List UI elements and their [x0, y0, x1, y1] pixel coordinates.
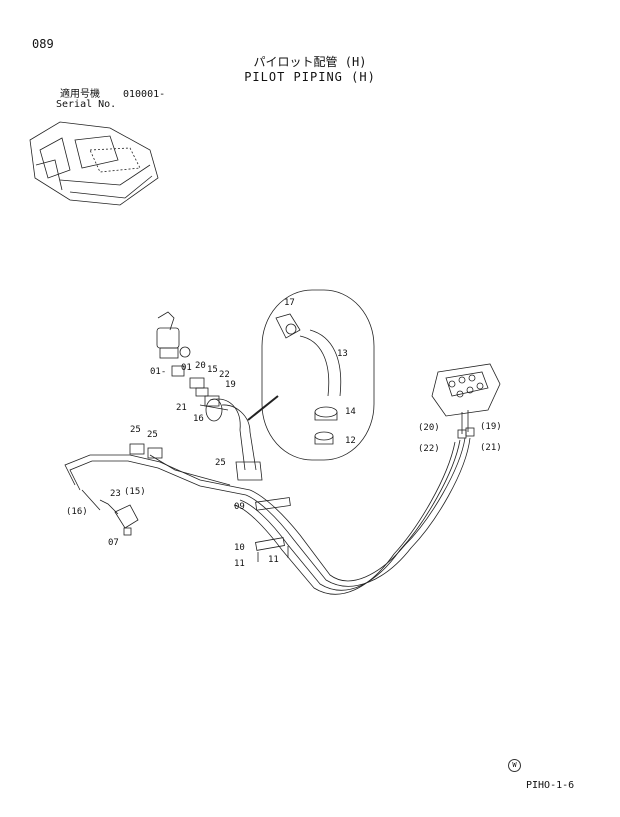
callout-25: 25: [130, 425, 141, 435]
serial-label: Serial No.: [56, 99, 117, 110]
callout-13: 13: [337, 349, 348, 359]
callout-16: 16: [193, 414, 204, 424]
figure-code: PIHO-1-6: [526, 780, 575, 791]
excavator-thumbnail: [29, 121, 159, 206]
callout-16-ref: (16): [66, 507, 88, 517]
callout-17: 17: [284, 298, 295, 308]
title-japanese: パイロット配管 (H): [253, 55, 367, 69]
clamps: [99, 443, 291, 562]
serial-label-japanese: 適用号機: [60, 89, 100, 100]
callout-25: 25: [147, 430, 158, 440]
callout-09: 09: [234, 502, 245, 512]
page-number: 089: [32, 37, 54, 51]
callout-22: 22: [219, 370, 230, 380]
callout-01: 01-: [150, 367, 166, 377]
hose-bundle: [64, 437, 471, 595]
callout-25: 25: [215, 458, 226, 468]
callout-10: 10: [234, 543, 245, 553]
callout-21: 21: [176, 403, 187, 413]
pilot-valve: [156, 311, 191, 377]
fittings-cluster: [189, 377, 229, 411]
page-title: PILOT PIPING (H): [244, 70, 376, 84]
cab-pipe: [205, 398, 263, 481]
callouts: 01 01- 20 15 22 19 21 16 17 13 14 12 25 …: [66, 298, 502, 569]
callout-14: 14: [345, 407, 356, 417]
callout-21-ref: (21): [480, 443, 502, 453]
detail-leader: [247, 395, 279, 421]
callout-01: 01: [181, 363, 192, 373]
callout-11: 11: [234, 559, 245, 569]
watermark-symbol: W: [508, 759, 521, 772]
control-valve: [431, 363, 501, 439]
callout-15: 15: [207, 365, 218, 375]
callout-20-ref: (20): [418, 423, 440, 433]
callout-12: 12: [345, 436, 356, 446]
callout-22-ref: (22): [418, 444, 440, 454]
inset-detail: [261, 289, 375, 461]
callout-20: 20: [195, 361, 206, 371]
callout-19-ref: (19): [480, 422, 502, 432]
callout-07: 07: [108, 538, 119, 548]
callout-15-ref: (15): [124, 487, 146, 497]
callout-19: 19: [225, 380, 236, 390]
callout-23: 23: [110, 489, 121, 499]
serial-number-value: 010001-: [123, 89, 166, 100]
callout-11: 11: [268, 555, 279, 565]
